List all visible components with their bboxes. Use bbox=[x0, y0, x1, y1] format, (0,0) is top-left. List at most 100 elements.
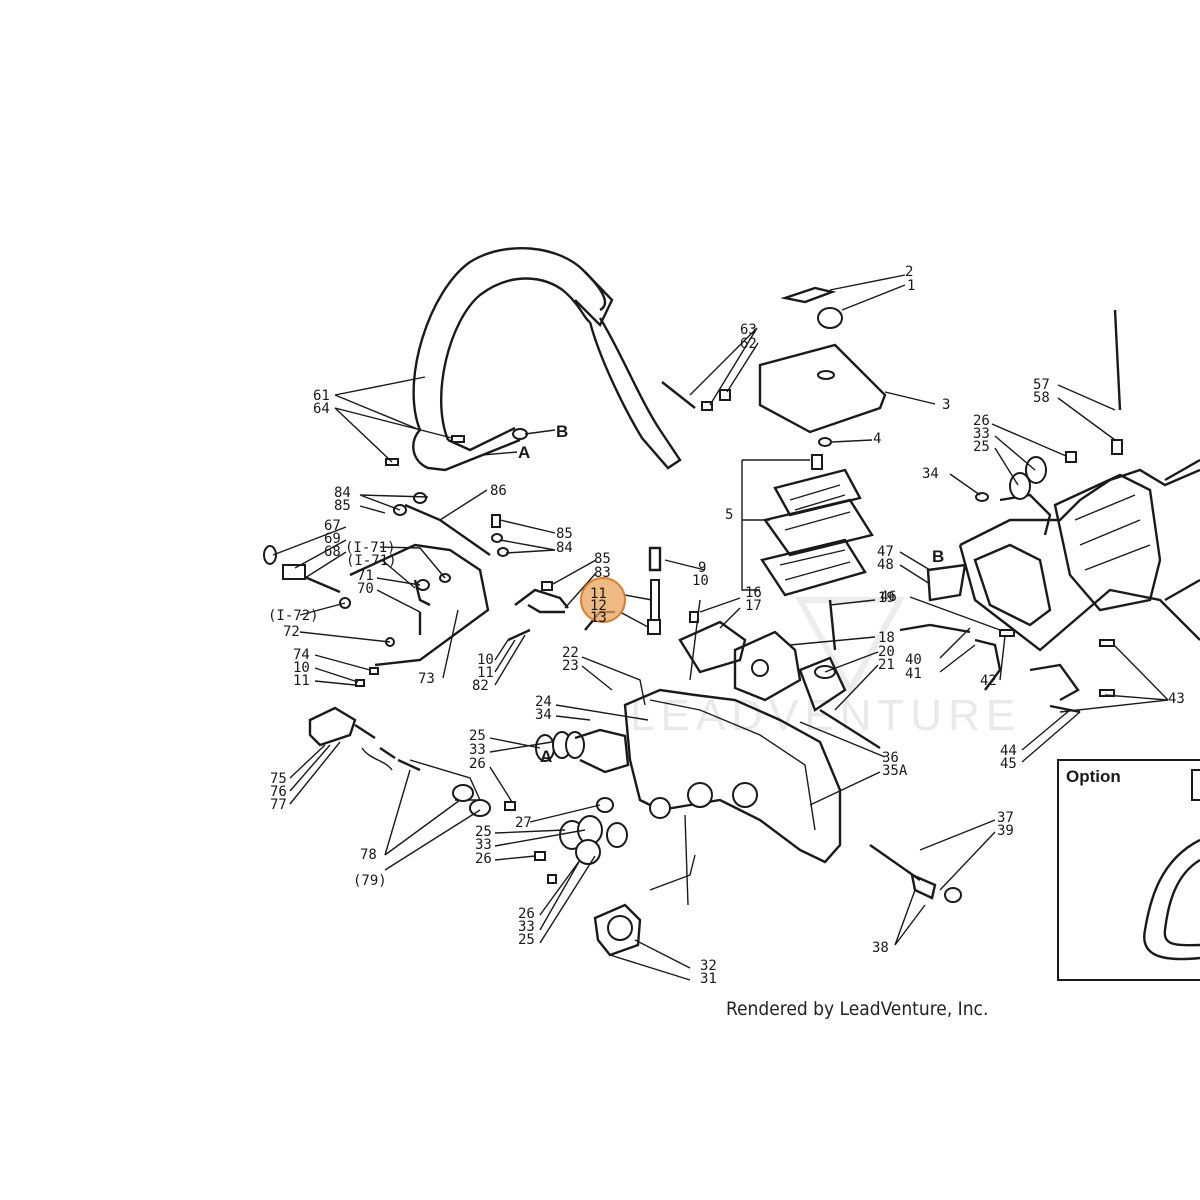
bearing-seal-group-right bbox=[975, 451, 1077, 502]
callout-43[interactable]: 43 bbox=[1168, 691, 1185, 707]
highlight-marker[interactable] bbox=[580, 577, 626, 623]
callout-84-mid[interactable]: 84 bbox=[556, 540, 573, 556]
callout-23[interactable]: 23 bbox=[562, 658, 579, 674]
callout-17[interactable]: 17 bbox=[745, 598, 762, 614]
callout-33-mid[interactable]: 33 bbox=[475, 837, 492, 853]
callout-22[interactable]: 22 bbox=[562, 645, 579, 661]
callout-47[interactable]: 47 bbox=[877, 544, 894, 560]
callout-i72[interactable]: (I-72) bbox=[268, 608, 319, 624]
callout-12[interactable]: 12 bbox=[590, 598, 607, 614]
callout-61[interactable]: 61 bbox=[313, 388, 330, 404]
callout-42[interactable]: 42 bbox=[980, 673, 997, 689]
callout-i71-a[interactable]: (I-71) bbox=[345, 540, 396, 556]
callout-18[interactable]: 18 bbox=[878, 630, 895, 646]
callout-72[interactable]: 72 bbox=[283, 624, 300, 640]
callout-2[interactable]: 2 bbox=[905, 264, 913, 280]
carburetor-assembly bbox=[678, 599, 881, 750]
callout-31[interactable]: 31 bbox=[700, 971, 717, 987]
callout-70[interactable]: 70 bbox=[357, 581, 374, 597]
callout-84-upper[interactable]: 84 bbox=[334, 485, 351, 501]
leader-lines bbox=[272, 274, 1169, 981]
callout-i71-b[interactable]: (I-71) bbox=[346, 553, 397, 569]
callout-74[interactable]: 74 bbox=[293, 647, 310, 663]
callout-58[interactable]: 58 bbox=[1033, 390, 1050, 406]
fuel-pickup-rod bbox=[1111, 309, 1123, 455]
callout-19[interactable]: 19 bbox=[878, 590, 895, 606]
callout-79[interactable]: (79) bbox=[353, 873, 387, 889]
callout-24[interactable]: 24 bbox=[535, 694, 552, 710]
callout-26-lower[interactable]: 26 bbox=[518, 906, 535, 922]
callout-26-right[interactable]: 26 bbox=[973, 413, 990, 429]
callout-36[interactable]: 36 bbox=[882, 750, 899, 766]
callout-86[interactable]: 86 bbox=[490, 483, 507, 499]
callout-41[interactable]: 41 bbox=[905, 666, 922, 682]
callout-10-left[interactable]: 10 bbox=[293, 660, 310, 676]
callout-11[interactable]: 11 bbox=[590, 586, 607, 602]
callout-3[interactable]: 3 bbox=[942, 397, 950, 413]
callout-37[interactable]: 37 bbox=[997, 810, 1014, 826]
callout-10-mid[interactable]: 10 bbox=[477, 652, 494, 668]
callout-68[interactable]: 68 bbox=[324, 544, 341, 560]
callout-25-right[interactable]: 25 bbox=[973, 439, 990, 455]
callout-33-lower[interactable]: 33 bbox=[518, 919, 535, 935]
callout-34-right[interactable]: 34 bbox=[922, 466, 939, 482]
crankcase bbox=[623, 599, 842, 864]
callout-85-lower[interactable]: 85 bbox=[594, 551, 611, 567]
callout-20[interactable]: 20 bbox=[878, 644, 895, 660]
callout-25-lower[interactable]: 25 bbox=[518, 932, 535, 948]
callout-46[interactable]: 46 bbox=[880, 589, 897, 605]
callout-34-left[interactable]: 34 bbox=[535, 707, 552, 723]
callout-21[interactable]: 21 bbox=[878, 657, 895, 673]
callout-11-left[interactable]: 11 bbox=[293, 673, 310, 689]
callout-85-mid[interactable]: 85 bbox=[556, 526, 573, 542]
callout-64[interactable]: 64 bbox=[313, 401, 330, 417]
callout-11-mid[interactable]: 11 bbox=[477, 665, 494, 681]
chain-adjuster bbox=[869, 844, 962, 903]
callout-45[interactable]: 45 bbox=[1000, 756, 1017, 772]
callout-25-upper[interactable]: 25 bbox=[469, 728, 486, 744]
callout-26-upper[interactable]: 26 bbox=[469, 756, 486, 772]
callout-4[interactable]: 4 bbox=[873, 431, 881, 447]
callout-38[interactable]: 38 bbox=[872, 940, 889, 956]
highlighted-callout[interactable] bbox=[580, 577, 626, 623]
callout-77[interactable]: 77 bbox=[270, 797, 287, 813]
watermark-logo-icon bbox=[794, 597, 906, 697]
callout-63[interactable]: 63 bbox=[740, 322, 757, 338]
option-title: Option bbox=[1066, 767, 1121, 786]
callout-33-right[interactable]: 33 bbox=[973, 426, 990, 442]
callout-35a[interactable]: 35A bbox=[882, 763, 908, 779]
callout-67[interactable]: 67 bbox=[324, 518, 341, 534]
bearing-seal-group-lower bbox=[534, 815, 628, 884]
callout-48[interactable]: 48 bbox=[877, 557, 894, 573]
callout-13[interactable]: 13 bbox=[590, 610, 607, 626]
callout-69[interactable]: 69 bbox=[324, 531, 341, 547]
callout-62[interactable]: 62 bbox=[740, 336, 757, 352]
callout-16[interactable]: 16 bbox=[745, 585, 762, 601]
callout-71[interactable]: 71 bbox=[357, 568, 374, 584]
callout-40[interactable]: 40 bbox=[905, 652, 922, 668]
bearing-seal-group-upper bbox=[504, 728, 630, 813]
rear-handle-housing bbox=[958, 458, 1200, 652]
callout-85-upper[interactable]: 85 bbox=[334, 498, 351, 514]
callout-73[interactable]: 73 bbox=[418, 671, 435, 687]
callout-27[interactable]: 27 bbox=[515, 815, 532, 831]
callout-75[interactable]: 75 bbox=[270, 771, 287, 787]
callout-82[interactable]: 82 bbox=[472, 678, 489, 694]
callout-26-mid[interactable]: 26 bbox=[475, 851, 492, 867]
callout-76[interactable]: 76 bbox=[270, 784, 287, 800]
callout-83[interactable]: 83 bbox=[594, 565, 611, 581]
callout-25-mid[interactable]: 25 bbox=[475, 824, 492, 840]
callout-39[interactable]: 39 bbox=[997, 823, 1014, 839]
callout-32[interactable]: 32 bbox=[700, 958, 717, 974]
callout-44[interactable]: 44 bbox=[1000, 743, 1017, 759]
callout-10[interactable]: 10 bbox=[692, 573, 709, 589]
callout-78[interactable]: 78 bbox=[360, 847, 377, 863]
rear-handle-lever bbox=[308, 706, 491, 817]
callout-33-upper[interactable]: 33 bbox=[469, 742, 486, 758]
credit-text: Rendered by LeadVenture, Inc. bbox=[726, 998, 988, 1020]
callout-1[interactable]: 1 bbox=[907, 278, 915, 294]
callout-9[interactable]: 9 bbox=[698, 560, 706, 576]
callout-57[interactable]: 57 bbox=[1033, 377, 1050, 393]
option-box: Option bbox=[1057, 759, 1200, 981]
callout-5[interactable]: 5 bbox=[725, 507, 733, 523]
